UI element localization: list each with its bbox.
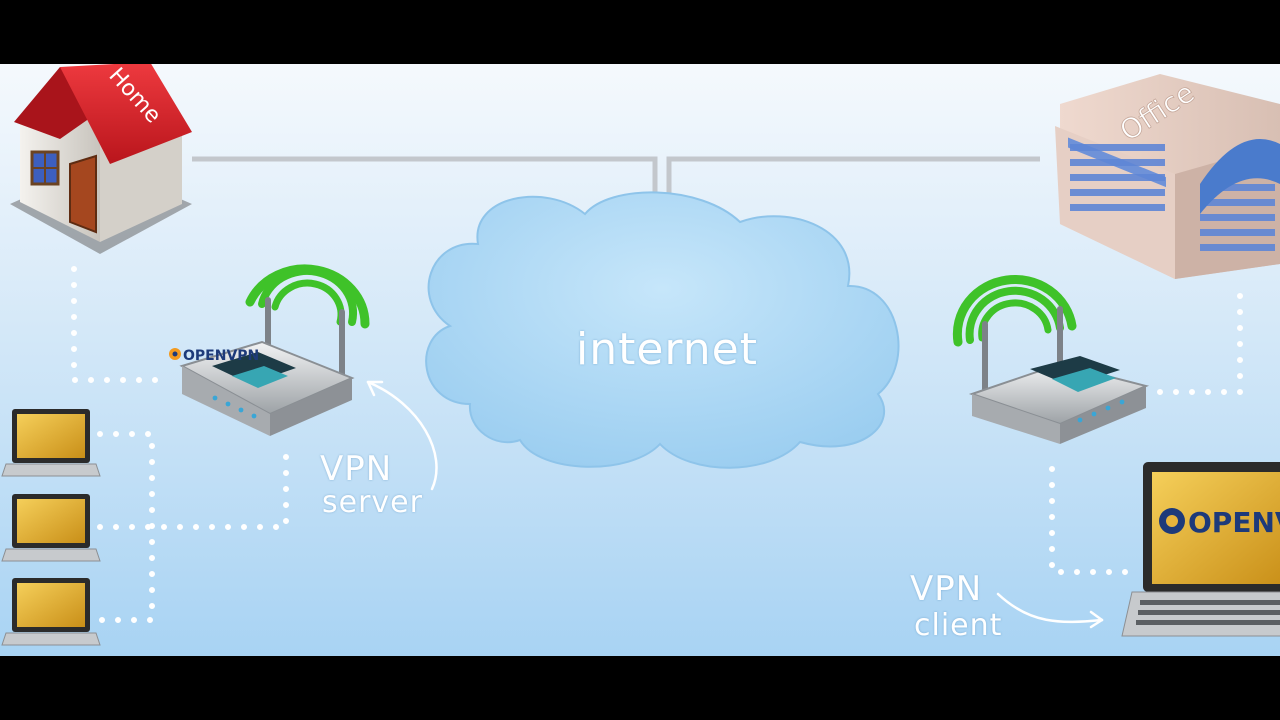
- laptop-icon-2: [1, 494, 101, 562]
- laptop-icon-1: [1, 409, 101, 477]
- vpn-diagram: OPENVPN OPENVPN Home Office internet VPN…: [0, 64, 1280, 656]
- vpn-client-label-line1: VPN: [910, 569, 983, 609]
- diagram-canvas: OPENVPN OPENVPN Home Office: [1, 64, 1280, 646]
- letterbox-top: [0, 0, 1280, 64]
- vpn-server-label-line2: server: [322, 485, 423, 520]
- letterbox-bottom: [0, 656, 1280, 720]
- internet-lines: [192, 156, 1040, 204]
- wifi-waves-server-icon: [245, 264, 370, 329]
- cloud-icon: [425, 191, 900, 469]
- svg-text:OPENVPN: OPENVPN: [183, 348, 259, 364]
- vpn-server-label-line1: VPN: [320, 449, 393, 489]
- arrow-icon-server: [366, 380, 438, 491]
- openvpn-logo-router: OPENVPN: [169, 348, 259, 364]
- home-line: [192, 156, 658, 204]
- wireless-router-server-icon: [179, 297, 355, 436]
- arrow-icon-client: [996, 592, 1104, 629]
- house-icon: [10, 64, 192, 254]
- office-line: [666, 156, 1040, 204]
- internet-label: internet: [576, 324, 758, 375]
- dotted-links: [71, 266, 1243, 623]
- openvpn-logo-laptop: OPENVPN: [1188, 506, 1280, 539]
- laptop-client-icon: [1121, 462, 1280, 637]
- wireless-router-client-icon: [968, 306, 1150, 444]
- laptop-icon-3: [1, 578, 101, 646]
- vpn-client-label-line2: client: [914, 608, 1003, 643]
- office-building-icon: [1055, 74, 1280, 279]
- wifi-waves-client-icon: [952, 275, 1077, 347]
